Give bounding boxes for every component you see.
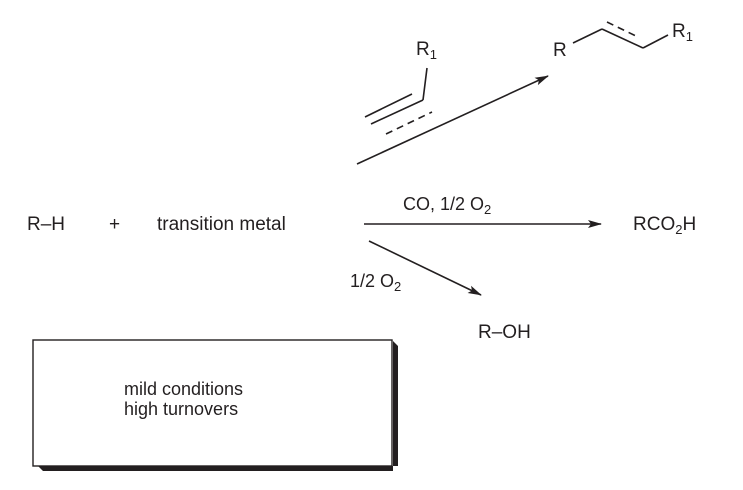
substrate-label: R–H bbox=[27, 214, 65, 235]
alkene-r1-text: R bbox=[672, 21, 686, 42]
alcohol-product: R–OH bbox=[478, 322, 531, 343]
alkene-r1-label: R1 bbox=[672, 21, 693, 44]
oxidation-arrow bbox=[368, 240, 482, 296]
alkyne-r1-bond bbox=[422, 67, 428, 101]
oxidation-subscript: 2 bbox=[394, 279, 401, 294]
box-line-mild-conditions: mild conditions bbox=[124, 379, 243, 399]
alkene-product: R R1 bbox=[553, 21, 693, 61]
oxidation-conditions: 1/2 O2 bbox=[350, 271, 401, 294]
carbonylation-conditions: CO, 1/2 O2 bbox=[403, 194, 491, 217]
box-line-high-turnovers: high turnovers bbox=[124, 399, 238, 419]
alkene-bond-dashed bbox=[606, 21, 639, 38]
conditions-box: mild conditions high turnovers bbox=[32, 339, 398, 471]
acid-product: RCO2H bbox=[633, 214, 696, 237]
alkyne-r-text: R bbox=[416, 39, 430, 60]
alkyne-bond-1 bbox=[364, 93, 413, 118]
alkene-r1-subscript: 1 bbox=[686, 29, 693, 44]
carbonylation-subscript: 2 bbox=[484, 202, 491, 217]
carbonylation-text: CO, 1/2 O bbox=[403, 194, 484, 214]
oxidation-text: 1/2 O bbox=[350, 271, 394, 291]
alkyne-r1-label: R1 bbox=[416, 39, 437, 62]
catalyst-label: transition metal bbox=[157, 214, 286, 235]
alkyne-structure: R1 bbox=[364, 39, 437, 135]
alkene-bond-3 bbox=[642, 34, 669, 49]
box-frame bbox=[32, 339, 393, 467]
acid-main-text: RCO bbox=[633, 214, 675, 235]
alkene-bond-1 bbox=[572, 28, 603, 44]
alkyne-bond-dashed bbox=[385, 111, 433, 135]
alkyne-r-subscript: 1 bbox=[430, 47, 437, 62]
plus-sign: + bbox=[109, 214, 120, 235]
alkene-bond-2 bbox=[601, 28, 644, 49]
acid-tail-text: H bbox=[682, 214, 696, 235]
acid-subscript: 2 bbox=[675, 222, 682, 237]
alkene-r-label: R bbox=[553, 40, 567, 61]
hydroalkylation-arrow bbox=[356, 75, 549, 165]
alkyne-bond-2 bbox=[370, 99, 424, 125]
